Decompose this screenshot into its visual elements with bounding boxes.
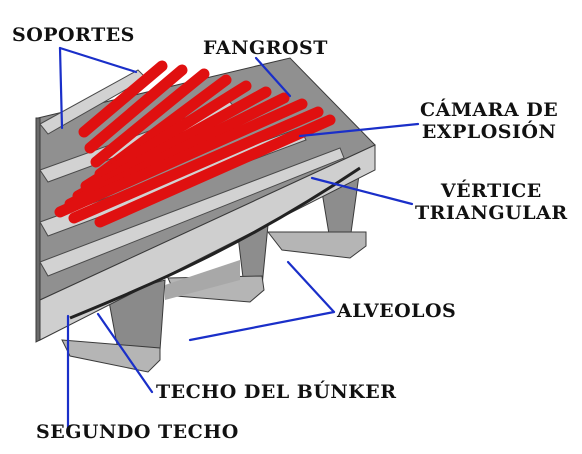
leader-lines	[58, 46, 420, 432]
bunker-legs	[61, 167, 367, 373]
label-vertice-triangular: VÉRTICE TRIANGULAR	[415, 180, 568, 224]
leader-alveolos-a	[286, 260, 336, 314]
label-techo-del-bunker: TECHO DEL BÚNKER	[156, 381, 397, 403]
support-beam	[39, 147, 345, 277]
fangrost-bar	[90, 68, 210, 168]
fangrost-bar	[78, 60, 168, 138]
leader-alveolos-b	[188, 310, 336, 342]
label-vertice-line1: VÉRTICE	[440, 180, 542, 202]
fangrost-bar	[54, 98, 308, 218]
fangrost-bar	[94, 114, 336, 228]
fangrost-bar	[80, 80, 252, 192]
rear-leg-base	[266, 231, 367, 259]
alveolo-floor	[165, 260, 240, 300]
label-fangrost: FANGROST	[203, 37, 328, 59]
fangrost-bar	[68, 106, 324, 224]
leader-fangrost	[254, 56, 292, 98]
leader-techo-bunker	[96, 312, 154, 394]
label-camara-line2: EXPLOSIÓN	[421, 121, 557, 143]
roof-left-edge	[35, 117, 41, 343]
label-segundo-techo: SEGUNDO TECHO	[36, 421, 239, 443]
label-vertice-line2: TRIANGULAR	[415, 202, 568, 224]
leader-vertice	[310, 176, 414, 206]
fangrost-bars	[54, 60, 336, 228]
fangrost-bar	[84, 64, 188, 154]
leader-soportes-b	[58, 46, 64, 130]
second-roof-groove	[69, 166, 361, 320]
label-alveolos: ALVEOLOS	[337, 300, 457, 322]
label-camara-de-explosion: CÁMARA DE EXPLOSIÓN	[420, 99, 558, 143]
leader-camara	[298, 122, 420, 138]
label-soportes: SOPORTES	[12, 24, 135, 46]
label-camara-line1: CÁMARA DE	[420, 99, 559, 121]
leader-soportes-a	[58, 46, 138, 74]
